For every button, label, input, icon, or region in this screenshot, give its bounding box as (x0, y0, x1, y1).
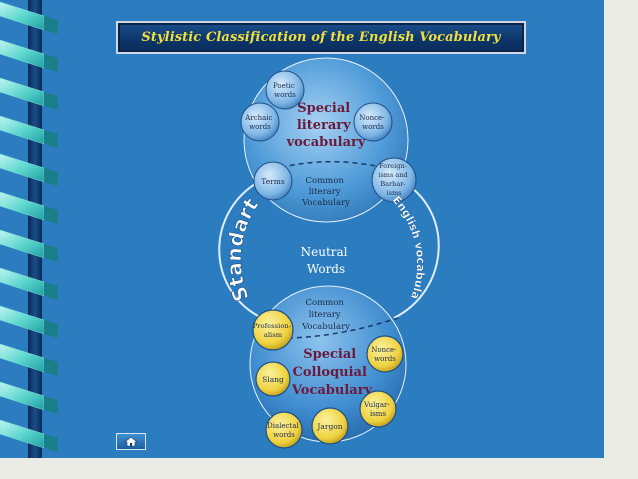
slang-node: Slang (255, 361, 291, 397)
foreignisms-node: Foreign- isms and Barbar- isms (371, 157, 417, 203)
svg-text:Profession- alism: Profession- alism (253, 322, 294, 339)
special-literary-label: Special literary vocabulary (286, 101, 366, 150)
title-banner: Stylistic Classification of the English … (116, 21, 526, 54)
home-icon (124, 436, 138, 447)
upper-nonce-words-node: Nonce- words (353, 102, 393, 142)
svg-text:Archaic words: Archaic words (244, 114, 274, 131)
svg-text:Terms: Terms (261, 177, 285, 186)
svg-text:Nonce- words: Nonce- words (371, 346, 399, 363)
left-ring-arc (218, 179, 263, 319)
home-button[interactable] (116, 433, 146, 450)
upper-common-literary-label: Common literary Vocabulary (301, 176, 350, 208)
archaic-words-node: Archaic words (240, 102, 280, 142)
jargon-node: Jargon (311, 407, 349, 445)
lower-nonce-words-node: Nonce- words (366, 335, 404, 373)
vulgarisms-node: Vulgar- isms (359, 390, 397, 428)
svg-text:Dialectal words: Dialectal words (267, 422, 301, 439)
slide-title: Stylistic Classification of the English … (141, 30, 501, 45)
right-ring-arc (393, 179, 440, 319)
svg-text:Foreign- isms and: Foreign- isms and Barbar- isms (378, 162, 409, 197)
svg-text:Poetic words: Poetic words (273, 82, 297, 99)
svg-text:Slang: Slang (262, 375, 284, 384)
standart-arc-label: Standart (222, 193, 264, 304)
professionalism-node: Profession- alism (252, 309, 294, 351)
terms-node: Terms (253, 161, 293, 201)
dialectal-words-node: Dialectal words (265, 411, 303, 449)
slide: Stylistic Classification of the English … (0, 0, 604, 458)
special-colloquial-label: Special Colloquial Vocabulary (291, 347, 373, 398)
svg-text:Nonce- words: Nonce- words (359, 114, 387, 131)
lower-common-literary-label: Common literary Vocabulary (301, 298, 350, 332)
neutral-words-label: Neutral Words (301, 245, 352, 276)
spiral-binding-decoration (0, 0, 59, 458)
poetic-words-node: Poetic words (265, 70, 305, 110)
vocabulary-diagram: Special literary vocabulary Common liter… (0, 0, 440, 449)
svg-text:Vulgar- isms: Vulgar- isms (363, 401, 392, 418)
svg-text:Jargon: Jargon (316, 422, 342, 431)
